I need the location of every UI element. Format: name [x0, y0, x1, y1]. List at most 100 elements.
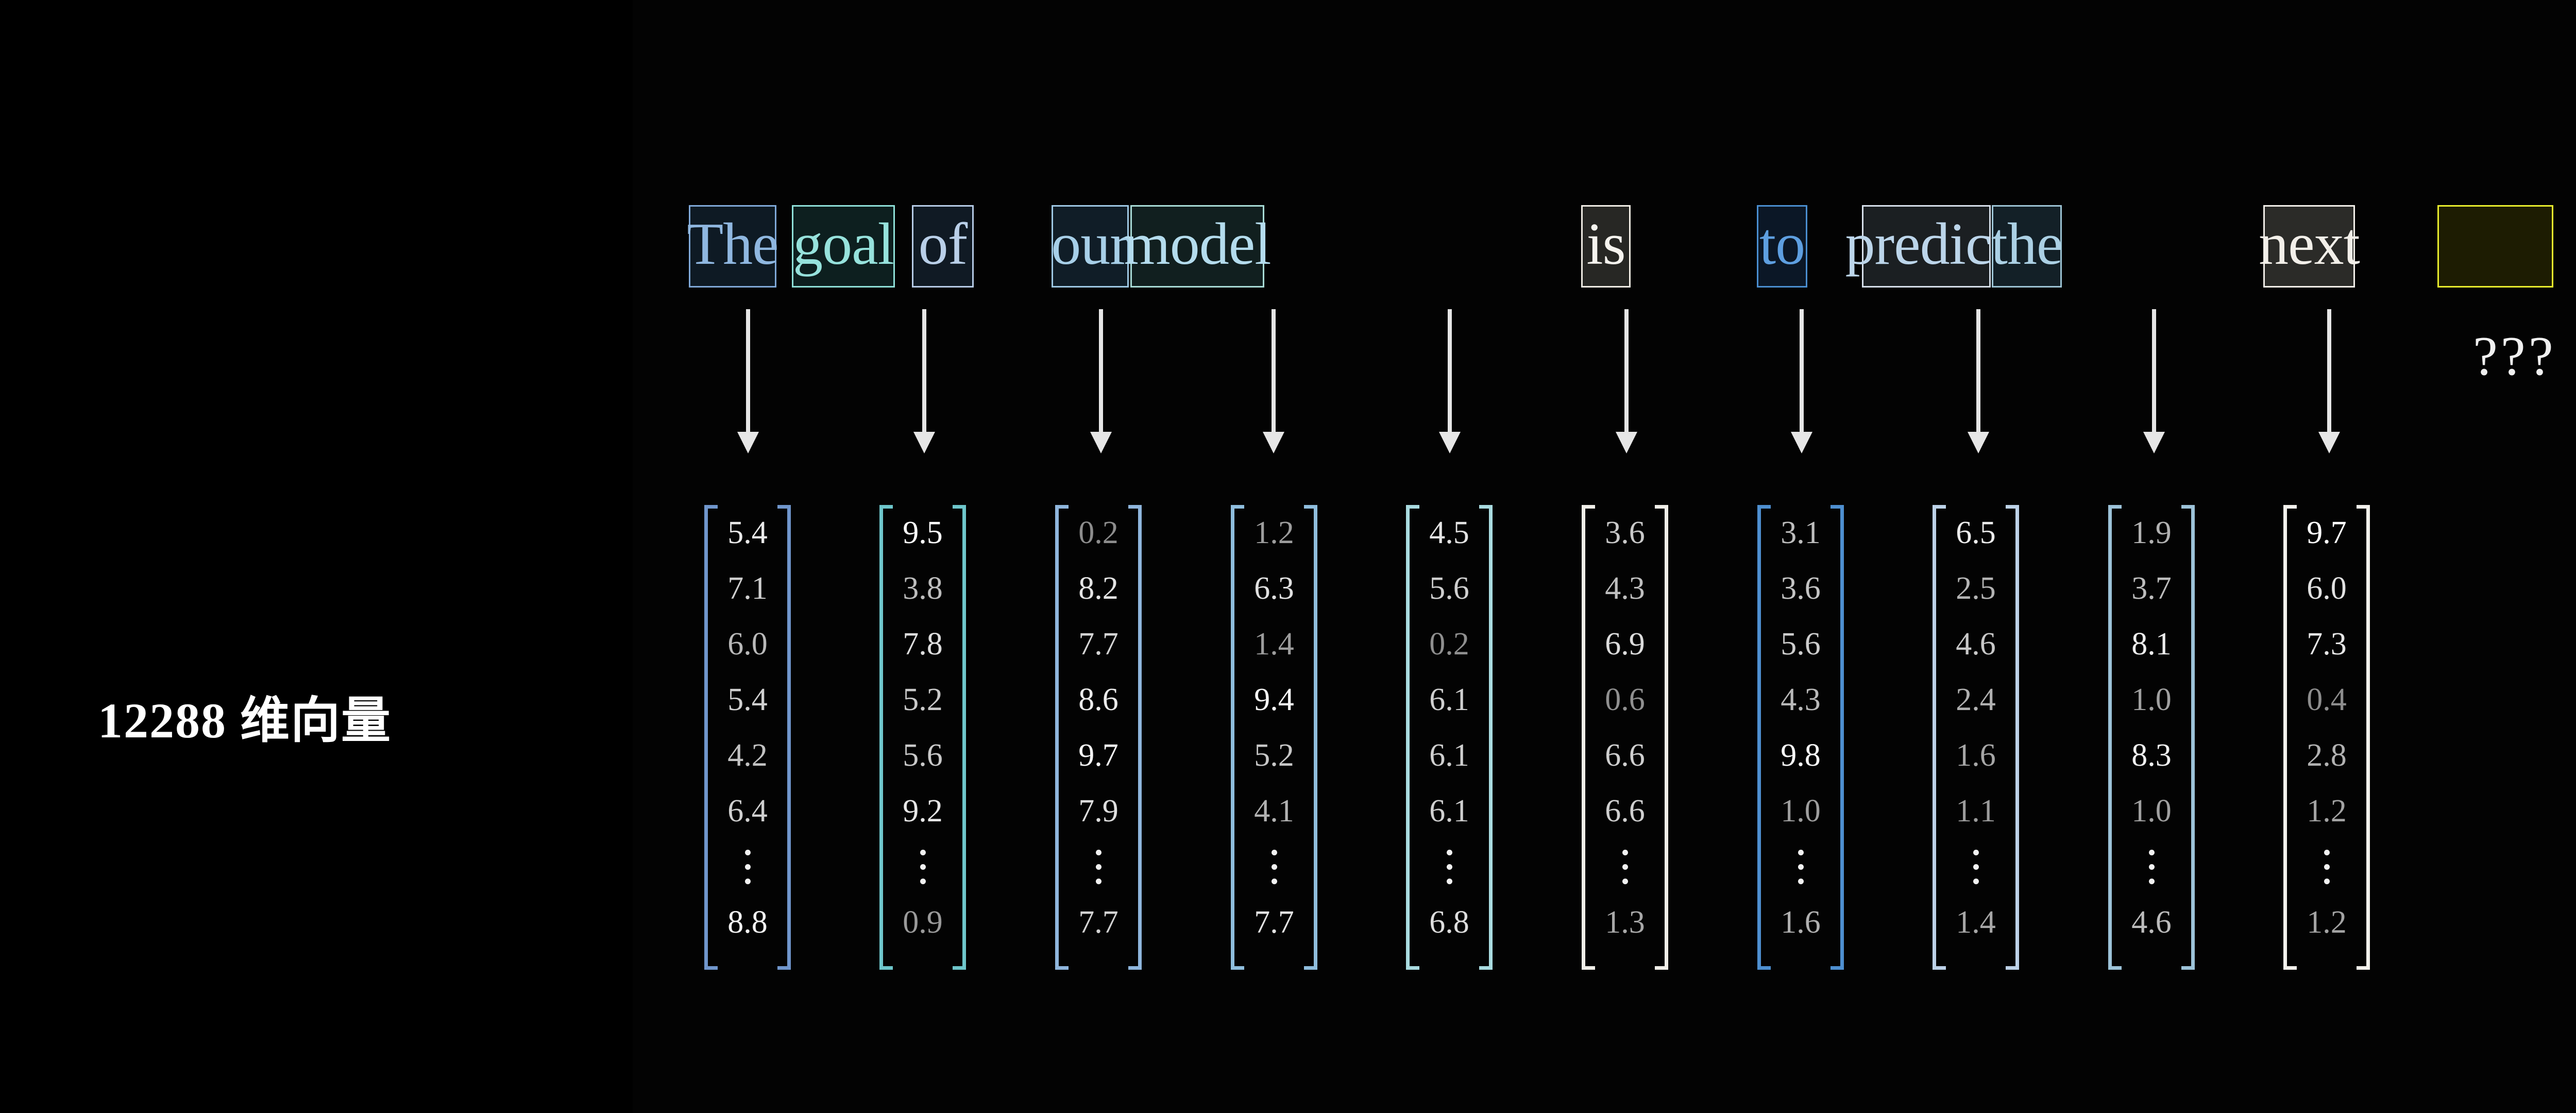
vector-value: 5.4	[727, 515, 768, 550]
vector-value: 1.3	[1605, 905, 1645, 940]
arrow-shaft	[2327, 309, 2331, 437]
vector-value: 0.2	[1429, 627, 1469, 662]
arrow-head	[1616, 432, 1637, 453]
vertical-ellipsis-icon	[2324, 839, 2330, 895]
arrow-shaft	[1272, 309, 1276, 437]
arrow-shaft	[1976, 309, 1980, 437]
vector-value: 9.7	[2307, 515, 2347, 550]
bracket-right	[2357, 505, 2370, 970]
vector-value: 1.9	[2131, 515, 2172, 550]
vector-value: 3.8	[903, 571, 943, 606]
token-box-goal[interactable]: goal	[792, 205, 895, 288]
token-box-to[interactable]: to	[1757, 205, 1807, 288]
vector-value: 1.0	[1781, 794, 1821, 829]
bracket-left	[2283, 505, 2297, 970]
bracket-left	[704, 505, 718, 970]
arrow-head	[1968, 432, 1989, 453]
vector-value: 5.4	[727, 682, 768, 717]
token-box-our[interactable]: our	[1051, 205, 1130, 288]
vector-value: 3.1	[1781, 515, 1821, 550]
vector-value: 8.8	[727, 905, 768, 940]
vector-value: 4.6	[1956, 627, 1996, 662]
vertical-ellipsis-icon	[2148, 839, 2155, 895]
vector-value: 6.1	[1429, 682, 1469, 717]
vector-value: 8.6	[1078, 682, 1118, 717]
vector-value: 7.8	[903, 627, 943, 662]
vector-value: 3.6	[1781, 571, 1821, 606]
bracket-right	[1655, 505, 1668, 970]
vector-value: 1.2	[2307, 794, 2347, 829]
token-box-of[interactable]: of	[912, 205, 974, 288]
vector-value: 1.2	[1254, 515, 1294, 550]
vector-value: 4.1	[1254, 794, 1294, 829]
token-box-is[interactable]: is	[1581, 205, 1631, 288]
vector-value: 1.2	[2307, 905, 2347, 940]
page-title: 12288 维向量	[98, 693, 392, 748]
arrow-shaft	[1448, 309, 1452, 437]
arrow-shaft	[746, 309, 750, 437]
slide-right-panel	[633, 0, 2576, 1113]
vector-value: 3.6	[1605, 515, 1645, 550]
vector-value: 6.6	[1605, 738, 1645, 773]
bracket-left	[879, 505, 893, 970]
vector-value: 7.3	[2307, 627, 2347, 662]
vector-value: 6.1	[1429, 738, 1469, 773]
token-label: is	[1586, 211, 1625, 277]
bracket-right	[1831, 505, 1844, 970]
token-label: next	[2259, 211, 2360, 277]
arrow-head	[1439, 432, 1461, 453]
token-box-unknown[interactable]	[2437, 205, 2553, 288]
vector-value: 7.9	[1078, 794, 1118, 829]
vertical-ellipsis-icon	[1446, 839, 1452, 895]
vector-value: 9.2	[903, 794, 943, 829]
token-box-The[interactable]: The	[687, 205, 779, 288]
vector-value: 1.6	[1781, 905, 1821, 940]
token-box-predict[interactable]: predict	[1845, 205, 2008, 288]
bracket-left	[1582, 505, 1595, 970]
vector-value: 9.4	[1254, 682, 1294, 717]
bracket-right	[1479, 505, 1493, 970]
bracket-right	[777, 505, 791, 970]
vector-value: 6.8	[1429, 905, 1469, 940]
vector-value: 3.7	[2131, 571, 2172, 606]
vector-value: 8.2	[1078, 571, 1118, 606]
token-label: to	[1759, 211, 1805, 277]
arrow-shaft	[1624, 309, 1629, 437]
vector-value: 5.6	[903, 738, 943, 773]
token-label: the	[1991, 211, 2063, 277]
bracket-right	[1128, 505, 1142, 970]
arrow-shaft	[1800, 309, 1804, 437]
vector-value: 1.4	[1254, 627, 1294, 662]
arrow-head	[1090, 432, 1112, 453]
token-box-model[interactable]: model	[1124, 205, 1271, 288]
vertical-ellipsis-icon	[920, 839, 926, 895]
vector-value: 7.1	[727, 571, 768, 606]
vector-value: 9.7	[1078, 738, 1118, 773]
token-box-the[interactable]: the	[1991, 205, 2063, 288]
vertical-ellipsis-icon	[1095, 839, 1101, 895]
bracket-left	[1231, 505, 1244, 970]
vector-value: 6.0	[2307, 571, 2347, 606]
vector-value: 2.5	[1956, 571, 1996, 606]
vector-value: 4.3	[1605, 571, 1645, 606]
vector-value: 6.0	[727, 627, 768, 662]
vector-value: 0.4	[2307, 682, 2347, 717]
token-box-next[interactable]: next	[2259, 205, 2360, 288]
vector-value: 6.1	[1429, 794, 1469, 829]
vector-value: 4.3	[1781, 682, 1821, 717]
arrow-head	[1791, 432, 1812, 453]
bracket-right	[953, 505, 966, 970]
